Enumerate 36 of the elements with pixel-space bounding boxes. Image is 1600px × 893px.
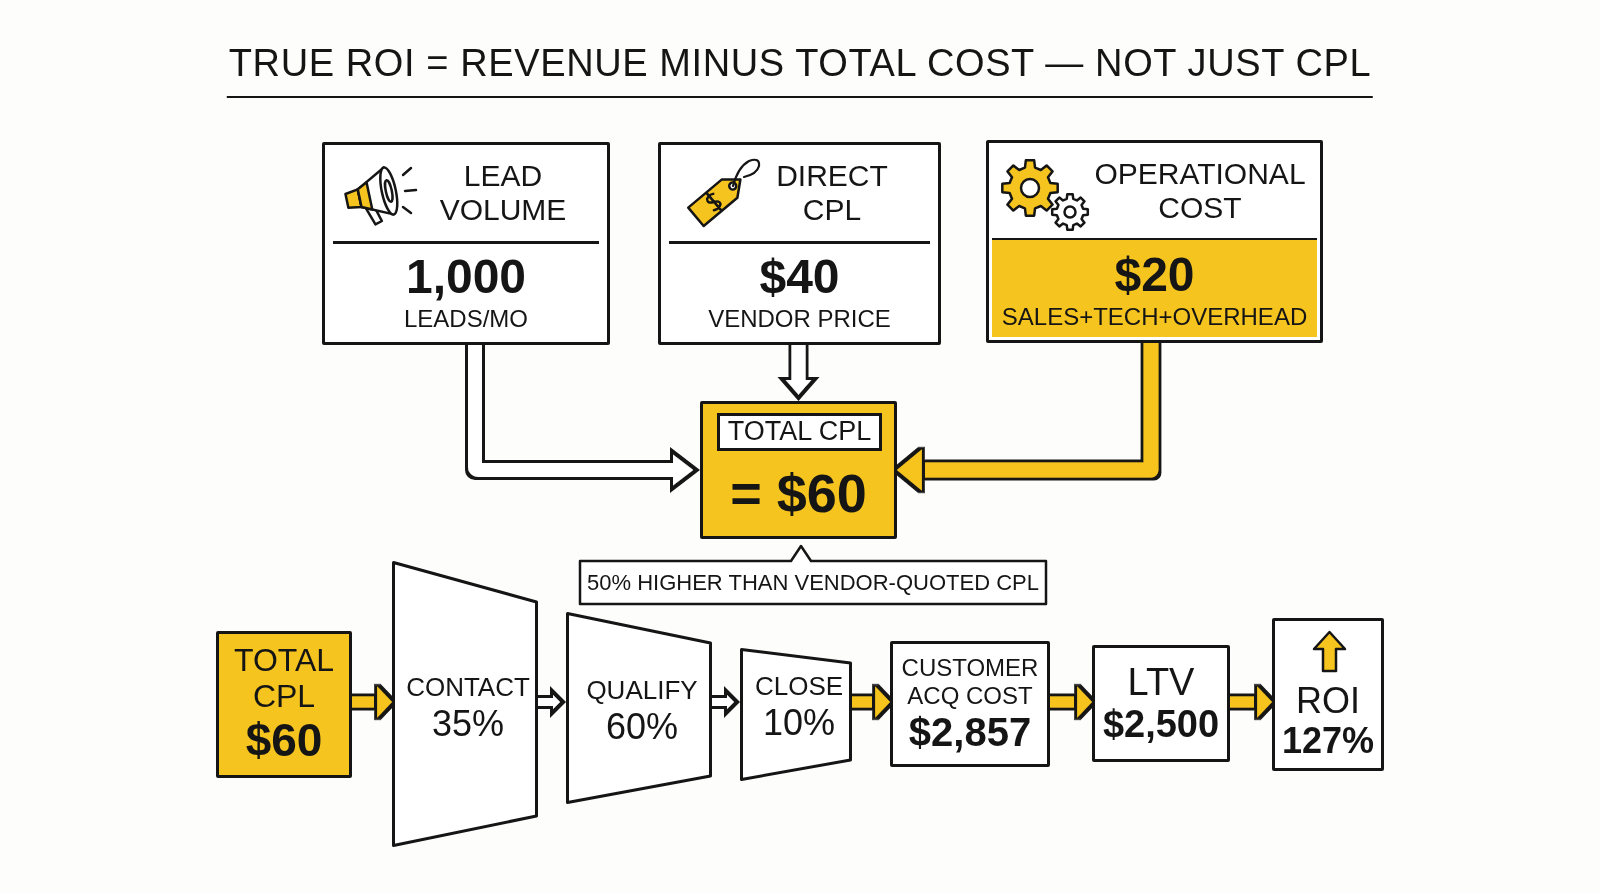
- stage-rate: 60%: [605, 706, 679, 748]
- total-value: = $60: [730, 464, 867, 524]
- metric-caption: LEADS/MO: [404, 304, 528, 334]
- cost-label: TOTAL CPL: [233, 643, 335, 716]
- result-box: [1272, 618, 1384, 771]
- stage-label: CLOSE: [754, 672, 844, 703]
- metric-value: $20: [1114, 248, 1195, 301]
- result-value: $2,500: [1102, 703, 1220, 746]
- stage-rate: 35%: [431, 703, 505, 745]
- total-box: [700, 401, 897, 539]
- card-heading: LEAD VOLUME: [439, 159, 567, 227]
- cost-value: $60: [245, 715, 323, 766]
- result-box: [890, 641, 1050, 767]
- metric-card: [322, 142, 610, 345]
- metric-caption: SALES+TECH+OVERHEAD: [1001, 302, 1308, 332]
- result-box: [1092, 645, 1230, 762]
- callout-text: 50% HIGHER THAN VENDOR-QUOTED CPL: [587, 570, 1039, 597]
- metric-card: [986, 140, 1323, 343]
- metric-caption: VENDOR PRICE: [708, 304, 891, 334]
- metric-value: $40: [759, 250, 840, 303]
- stage-rate: 10%: [762, 702, 836, 744]
- label-tag: [717, 413, 882, 451]
- tag-label: TOTAL CPL: [727, 417, 872, 447]
- result-label: CUSTOMER ACQ COST: [901, 654, 1039, 710]
- stage-label: CONTACT: [406, 673, 530, 704]
- card-heading: DIRECT CPL: [775, 159, 889, 227]
- cost-box: [216, 631, 352, 778]
- result-value: $2,857: [908, 709, 1032, 754]
- metric-card: [658, 142, 941, 345]
- metric-value: 1,000: [405, 250, 527, 303]
- stage-label: QUALIFY: [586, 676, 698, 707]
- result-label: ROI: [1296, 680, 1360, 721]
- title-heading: TRUE ROI = REVENUE MINUS TOTAL COST — NOT JUST CPL: [226, 40, 1374, 98]
- card-heading: OPERATIONAL COST: [1093, 157, 1307, 225]
- result-label: LTV: [1127, 661, 1195, 704]
- result-value: 127%: [1281, 720, 1375, 761]
